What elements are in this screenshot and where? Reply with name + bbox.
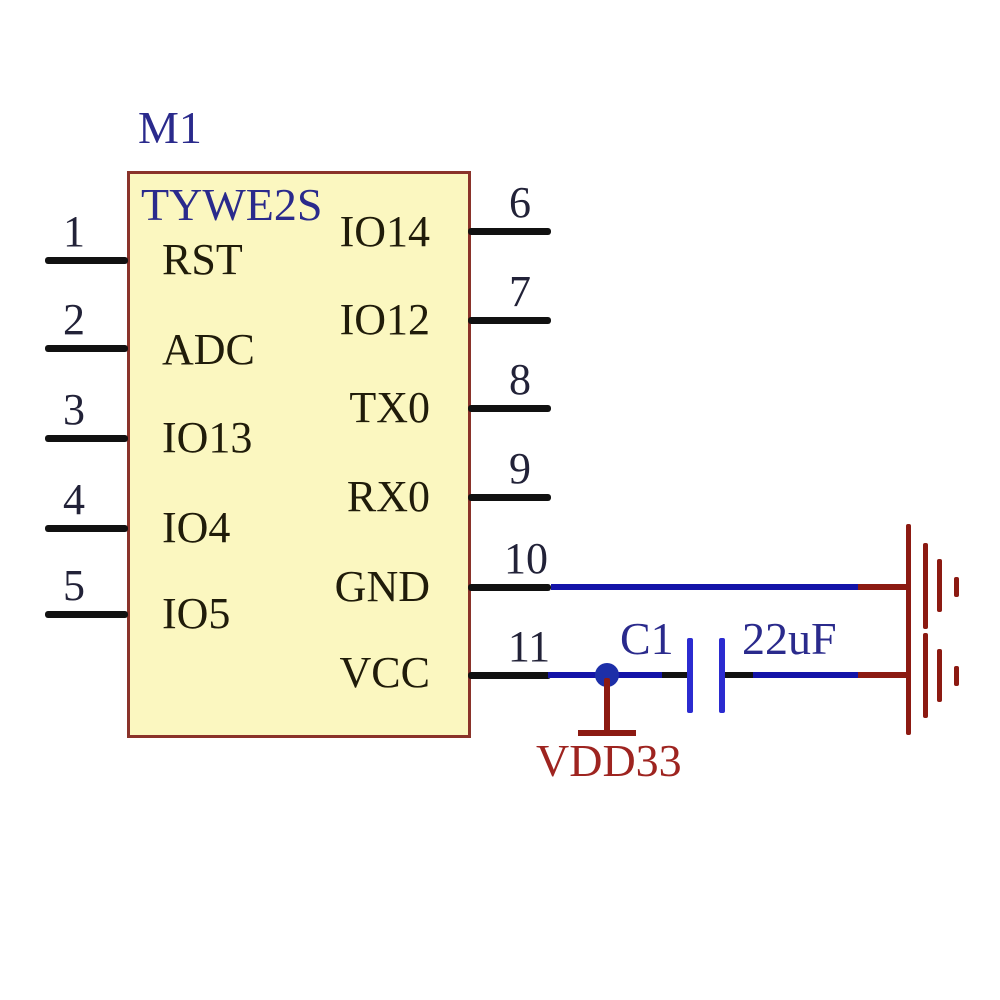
pin-4-name: IO4 xyxy=(162,503,231,552)
pin-6-stub xyxy=(468,228,551,235)
pin-6-number: 6 xyxy=(509,178,531,227)
pin-5-name: IO5 xyxy=(162,589,231,638)
capacitor-designator: C1 xyxy=(620,613,674,664)
pin-8-name: TX0 xyxy=(349,383,430,432)
ground-bar-3b xyxy=(937,649,942,702)
pin-3-name: IO13 xyxy=(162,413,253,462)
ground-bar-3a xyxy=(937,559,942,612)
pin-11-stub xyxy=(468,672,551,679)
vcc-wire-blue-2 xyxy=(753,672,858,678)
vcc-wire-black-2 xyxy=(725,672,753,678)
pin-11-name: VCC xyxy=(339,648,430,697)
pin-10-stub xyxy=(468,584,551,591)
pin-9-stub xyxy=(468,494,551,501)
pin-5-number: 5 xyxy=(63,561,85,610)
pin-2-number: 2 xyxy=(63,295,85,344)
pin-3-stub xyxy=(45,435,128,442)
pin-7-name: IO12 xyxy=(339,295,430,344)
pin-6-name: IO14 xyxy=(339,207,430,256)
pin-10-name: GND xyxy=(334,562,430,611)
pin-2-name: ADC xyxy=(162,325,255,374)
ground-bar-2a xyxy=(923,543,928,629)
gnd-wire-blue xyxy=(551,584,858,590)
power-symbol-bar xyxy=(578,730,636,736)
gnd-wire-red xyxy=(858,584,909,590)
vcc-wire-black-1 xyxy=(662,672,689,678)
component-designator: M1 xyxy=(138,102,202,153)
pin-2-stub xyxy=(45,345,128,352)
component-body xyxy=(127,171,471,738)
pin-1-number: 1 xyxy=(63,207,85,256)
pin-11-number: 11 xyxy=(507,622,551,671)
pin-1-name: RST xyxy=(162,235,243,284)
capacitor-value: 22uF xyxy=(742,613,837,664)
pin-9-name: RX0 xyxy=(346,472,430,521)
pin-7-number: 7 xyxy=(509,267,531,316)
pin-8-stub xyxy=(468,405,551,412)
pin-8-number: 8 xyxy=(509,355,531,404)
ground-bar-4a xyxy=(954,577,959,597)
pin-3-number: 3 xyxy=(63,385,85,434)
capacitor-plate-right xyxy=(719,638,725,713)
component-part-name: TYWE2S xyxy=(141,179,323,230)
pin-9-number: 9 xyxy=(509,444,531,493)
pin-7-stub xyxy=(468,317,551,324)
ground-bar-1 xyxy=(906,524,911,735)
power-symbol-stem xyxy=(604,678,610,734)
pin-1-stub xyxy=(45,257,128,264)
vcc-wire-red xyxy=(858,672,909,678)
pin-5-stub xyxy=(45,611,128,618)
ground-bar-2b xyxy=(923,633,928,718)
pin-4-number: 4 xyxy=(63,475,85,524)
pin-10-number: 10 xyxy=(504,534,548,583)
power-net-label: VDD33 xyxy=(536,735,682,786)
pin-4-stub xyxy=(45,525,128,532)
capacitor-plate-left xyxy=(687,638,693,713)
ground-bar-4b xyxy=(954,666,959,686)
